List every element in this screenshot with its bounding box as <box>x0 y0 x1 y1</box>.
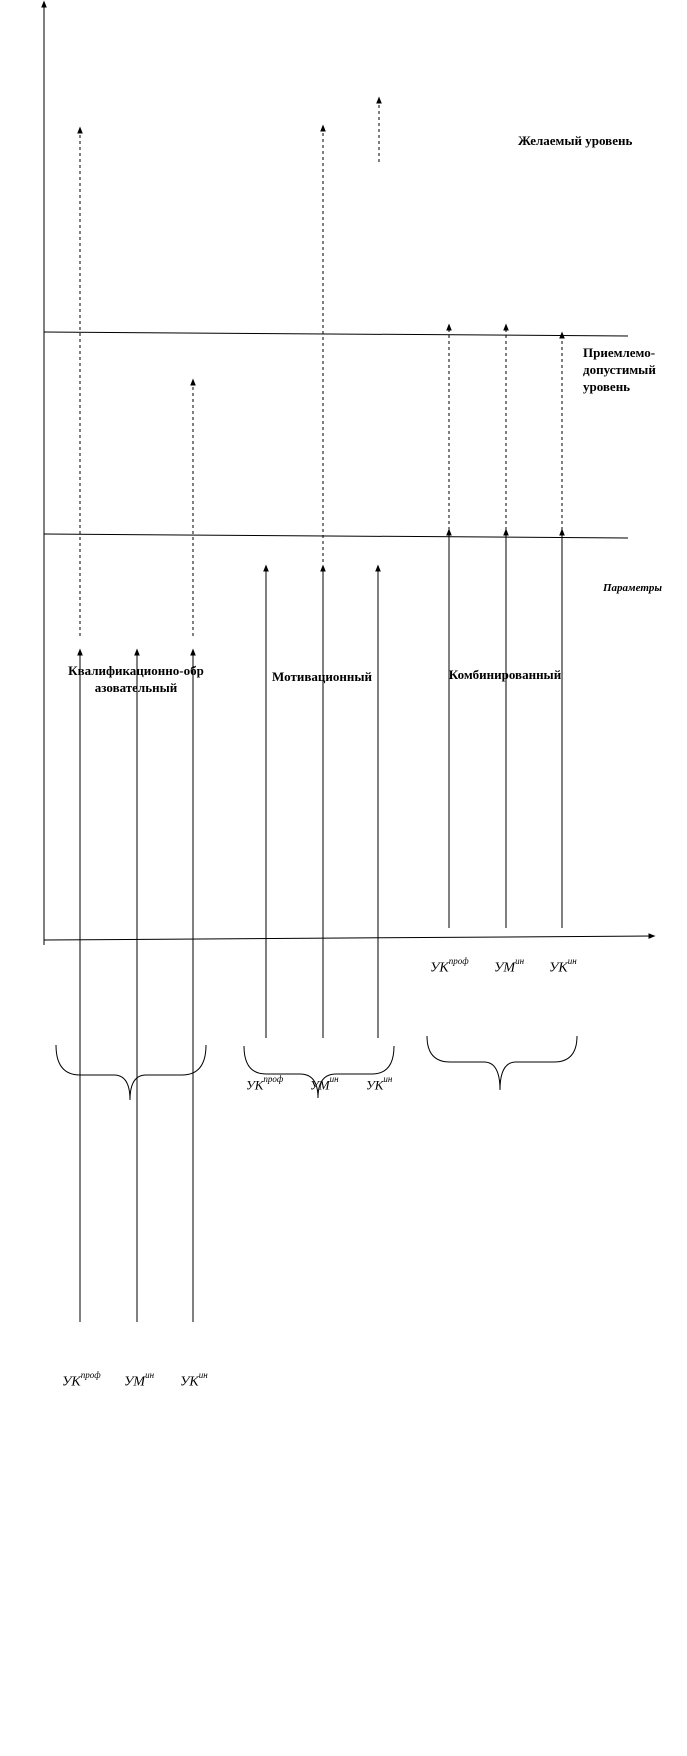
index-base: УМ <box>494 960 516 976</box>
parameters-level-line <box>43 533 629 539</box>
index-base: УК <box>62 1374 81 1390</box>
index-base: УК <box>549 960 568 976</box>
index-sup: проф <box>263 1074 284 1084</box>
index-sup: ин <box>145 1370 155 1380</box>
index-sup: ин <box>198 1370 208 1380</box>
comb-index-uk-prof: УКпроф <box>430 956 469 977</box>
x-axis <box>43 933 656 941</box>
index-sup: ин <box>383 1074 393 1084</box>
comb-index-uk-in: УКин <box>549 956 577 977</box>
index-base: УМ <box>310 1077 330 1093</box>
index-sup: ин <box>329 1074 339 1084</box>
category-motivational: Мотивационный <box>272 669 372 684</box>
qual-index-um-in: УМин <box>124 1370 155 1391</box>
comb-brace <box>426 1035 578 1091</box>
mot-index-um-in: УМин <box>310 1074 339 1093</box>
index-base: УК <box>430 960 449 976</box>
index-sup: ин <box>515 956 525 966</box>
acceptable-level-line <box>43 331 629 337</box>
desired-level-label: Желаемый уровень <box>518 133 633 148</box>
qual-brace <box>55 1044 207 1101</box>
category-combined: Комбинированный <box>448 667 562 682</box>
qual-index-uk-prof: УКпроф <box>62 1370 101 1391</box>
index-sup: ин <box>567 956 577 966</box>
acceptable-level-label: Приемлемо-допустимый уровень <box>583 345 656 394</box>
mot-brace <box>243 1045 395 1099</box>
index-sup: проф <box>448 956 469 966</box>
index-base: УМ <box>124 1374 146 1390</box>
mot-index-uk-in: УКин <box>366 1074 393 1093</box>
qual-index-uk-in: УКин <box>180 1370 208 1391</box>
category-qualification: Квалификационно-образовательный <box>68 663 204 695</box>
index-base: УК <box>180 1374 199 1390</box>
mot-index-uk-prof: УКпроф <box>246 1074 284 1093</box>
index-base: УК <box>366 1077 384 1093</box>
index-sup: проф <box>80 1370 101 1380</box>
index-base: УК <box>246 1077 264 1093</box>
comb-index-um-in: УМин <box>494 956 525 977</box>
parameters-label: Параметры <box>603 582 663 594</box>
